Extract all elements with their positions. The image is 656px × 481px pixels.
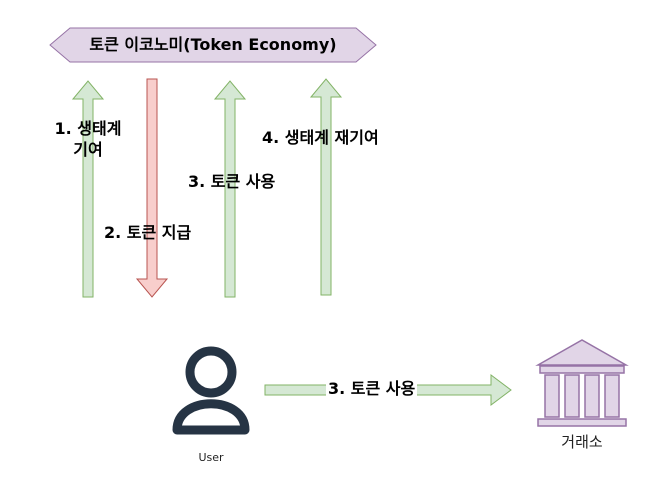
- payment-label: 2. 토큰 지급: [104, 223, 192, 242]
- exchange-use-label: 3. 토큰 사용: [326, 379, 418, 399]
- bank-icon: [535, 339, 629, 427]
- token-use-arrow-up: [213, 80, 247, 298]
- token-economy-banner: [49, 27, 377, 63]
- user-icon: [172, 346, 250, 435]
- banner-title: 토큰 이코노미(Token Economy): [89, 35, 337, 54]
- recontribution-label: 4. 생태계 재기여: [262, 128, 379, 147]
- contribution-label-line1: 1. 생태계: [54, 119, 122, 138]
- exchange-label: 거래소: [561, 433, 603, 451]
- recontribution-arrow-up: [309, 78, 343, 296]
- user-label: User: [198, 451, 224, 464]
- payment-arrow-down: [135, 78, 169, 298]
- contribution-arrow-up: [71, 80, 105, 298]
- token-use-label: 3. 토큰 사용: [188, 172, 276, 191]
- contribution-label-line2: 기여: [73, 140, 103, 159]
